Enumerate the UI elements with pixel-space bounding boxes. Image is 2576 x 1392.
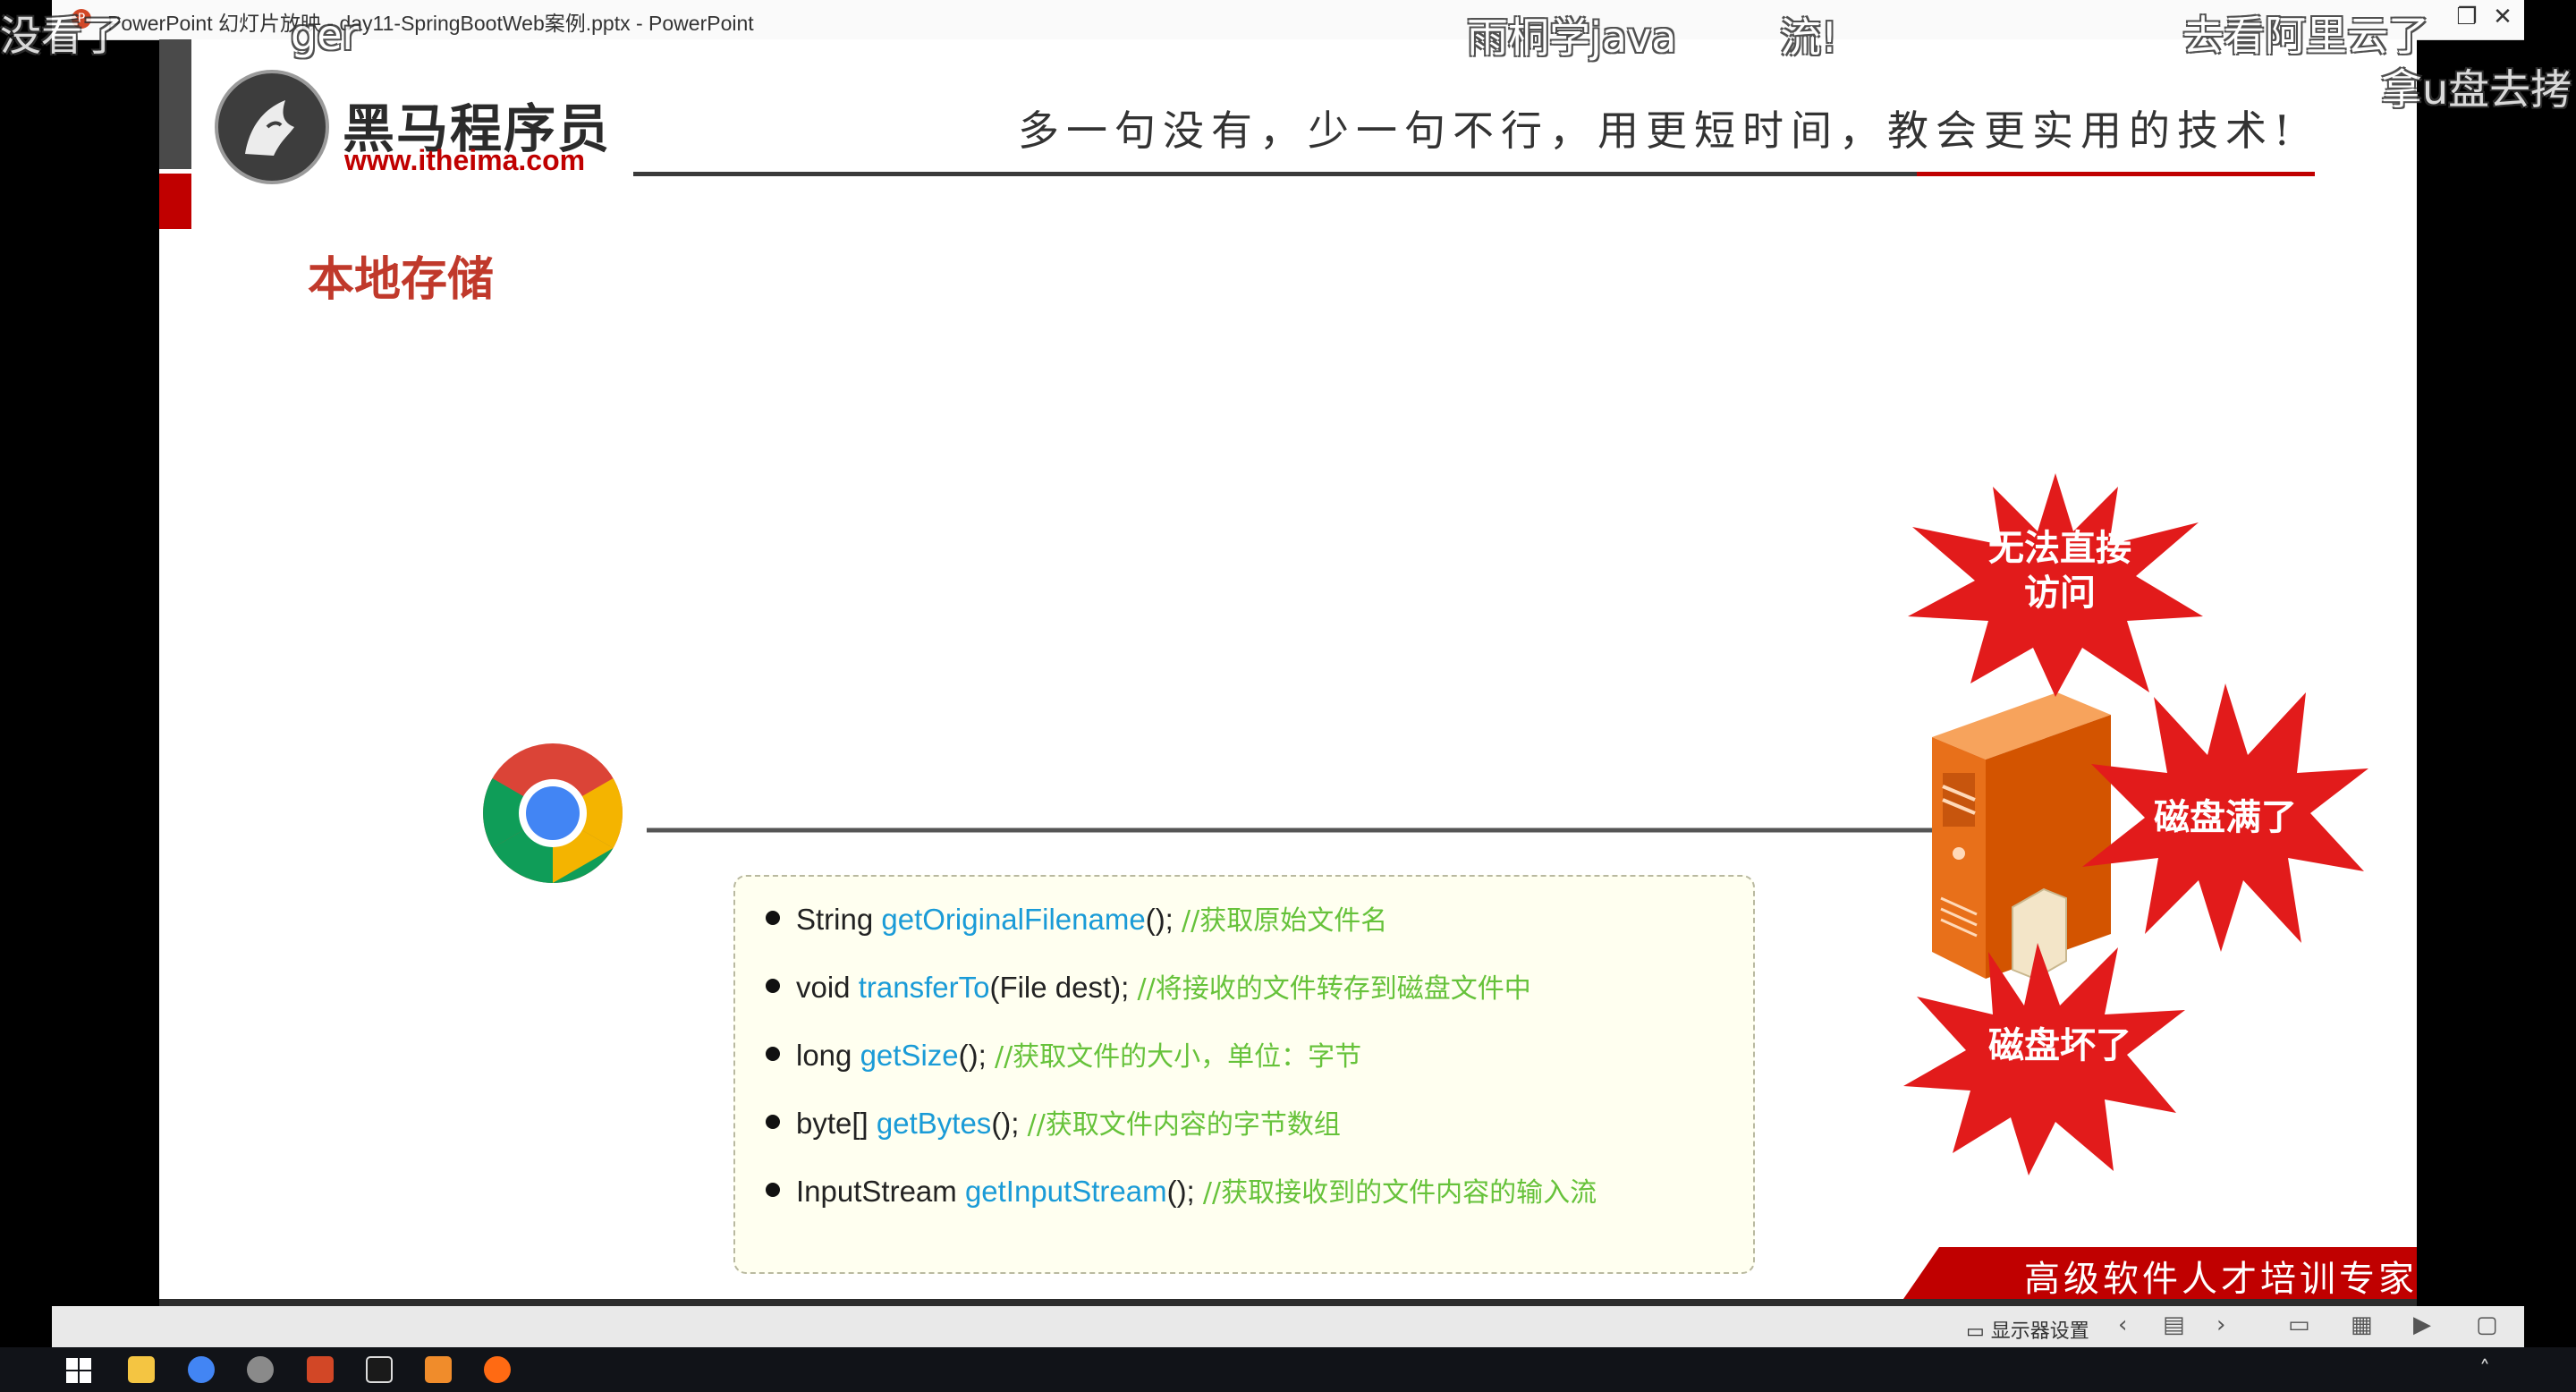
slide-grid-icon[interactable]: ▤ xyxy=(2163,1311,2185,1338)
monitor-icon: ▭ xyxy=(1966,1320,1991,1343)
code-type: long xyxy=(796,1039,852,1072)
restore-button[interactable]: ❐ xyxy=(2456,4,2478,30)
reading-view-icon[interactable]: ▶ xyxy=(2413,1311,2431,1338)
starburst-label: 磁盘满了 xyxy=(2154,797,2297,838)
slide-title: 本地存储 xyxy=(308,253,495,307)
danmaku-comment: 没看了 xyxy=(0,12,123,60)
code-method: getBytes xyxy=(876,1107,992,1140)
code-params: (); xyxy=(1166,1175,1195,1208)
code-comment: //获取文件内容的字节数组 xyxy=(1027,1109,1341,1141)
upload-arrow xyxy=(647,815,2053,845)
starburst-disk-full xyxy=(2082,683,2368,952)
code-type: void xyxy=(796,971,851,1004)
chevron-up-icon[interactable]: ˄ xyxy=(2479,1356,2490,1381)
tool-taskbar-icon[interactable] xyxy=(425,1356,452,1383)
starburst-label: 访问 xyxy=(2024,573,2096,614)
header-divider xyxy=(633,172,1926,176)
editor-taskbar-icon[interactable] xyxy=(484,1356,511,1383)
file-explorer-icon[interactable] xyxy=(128,1356,155,1383)
powerpoint-taskbar-icon[interactable] xyxy=(307,1356,334,1383)
starburst-label: 无法直接 xyxy=(1988,528,2131,569)
danmaku-comment: 流! xyxy=(1780,13,1838,62)
close-button[interactable]: ✕ xyxy=(2493,4,2512,30)
slideshow-status-bar: ▭ 显示器设置 ‹ ▤ › ▭ ▦ ▶ ▢ xyxy=(52,1306,2524,1347)
code-line: byte[] getBytes(); //获取文件内容的字节数组 xyxy=(766,1102,1341,1147)
display-settings-label: 显示器设置 xyxy=(1990,1320,2089,1343)
code-method: transferTo xyxy=(858,971,990,1004)
normal-view-icon[interactable]: ▭ xyxy=(2288,1311,2310,1338)
code-method: getSize xyxy=(860,1039,959,1072)
starburst-disk-broken xyxy=(1903,943,2185,1176)
display-settings-button[interactable]: ▭ 显示器设置 xyxy=(1966,1315,2089,1344)
window-title: PowerPoint 幻灯片放映 - day11-SpringBootWeb案例… xyxy=(107,12,754,35)
app-taskbar-icon[interactable] xyxy=(247,1356,274,1383)
code-line: void transferTo(File dest); //将接收的文件转存到磁… xyxy=(766,966,1531,1011)
next-slide-icon[interactable]: › xyxy=(2216,1311,2226,1338)
bullet xyxy=(766,979,780,994)
danmaku-comment: ger xyxy=(291,11,360,59)
code-comment: //获取原始文件名 xyxy=(1182,905,1388,937)
code-type: InputStream xyxy=(796,1175,957,1208)
slide-sorter-icon[interactable]: ▦ xyxy=(2351,1311,2373,1338)
code-params: (); xyxy=(991,1107,1020,1140)
bullet xyxy=(766,911,780,926)
code-params: (); xyxy=(1145,903,1174,936)
bullet xyxy=(766,1047,780,1062)
starburst-label: 磁盘坏了 xyxy=(1988,1025,2131,1066)
code-method: getOriginalFilename xyxy=(881,903,1146,936)
danmaku-comment: 拿u盘去拷 xyxy=(2381,65,2572,114)
header-slogan: 多一句没有，少一句不行，用更短时间，教会更实用的技术! xyxy=(1018,106,2298,155)
windows-taskbar: ˄ xyxy=(0,1347,2576,1392)
code-comment: //将接收的文件转存到磁盘文件中 xyxy=(1137,973,1531,1005)
header-divider-accent xyxy=(1917,172,2315,176)
code-params: (); xyxy=(958,1039,987,1072)
code-line: InputStream getInputStream(); //获取接收到的文件… xyxy=(766,1170,1597,1215)
bullet xyxy=(766,1183,780,1198)
slide-left-accent-gray xyxy=(159,39,191,169)
itheima-logo-icon xyxy=(215,70,329,184)
slide-footer-band xyxy=(159,1299,2417,1306)
code-type: byte[] xyxy=(796,1107,869,1140)
intellij-taskbar-icon[interactable] xyxy=(366,1356,393,1383)
window-title-bar: P PowerPoint 幻灯片放映 - day11-SpringBootWeb… xyxy=(52,0,2524,40)
footer-accent-cut xyxy=(1903,1247,1939,1299)
slide-left-accent-red xyxy=(159,174,191,229)
chrome-taskbar-icon[interactable] xyxy=(188,1356,215,1383)
powerpoint-app-icon: P xyxy=(72,9,91,29)
footer-slogan: 高级软件人才培训专家 xyxy=(2024,1259,2417,1300)
slide-canvas: 黑马程序员 www.itheima.com 多一句没有，少一句不行，用更短时间，… xyxy=(159,39,2417,1306)
multipartfile-api-box: String getOriginalFilename(); //获取原始文件名 … xyxy=(733,875,1755,1274)
code-comment: //获取接收到的文件内容的输入流 xyxy=(1202,1177,1597,1209)
footer-accent xyxy=(1939,1247,2417,1299)
windows-start-icon[interactable] xyxy=(66,1358,91,1383)
code-method: getInputStream xyxy=(964,1175,1167,1208)
code-line: String getOriginalFilename(); //获取原始文件名 xyxy=(766,898,1387,943)
bullet xyxy=(766,1115,780,1130)
danmaku-comment: 去看阿里云了 xyxy=(2182,12,2429,60)
server-icon xyxy=(1932,692,2111,980)
code-line: long getSize(); //获取文件的大小，单位：字节 xyxy=(766,1034,1361,1079)
chrome-browser-icon xyxy=(483,743,623,883)
code-type: String xyxy=(796,903,874,936)
danmaku-comment: 雨桐学java xyxy=(1467,13,1677,62)
previous-slide-icon[interactable]: ‹ xyxy=(2118,1311,2128,1338)
slideshow-icon[interactable]: ▢ xyxy=(2476,1311,2498,1338)
code-comment: //获取文件的大小，单位：字节 xyxy=(994,1041,1362,1073)
logo-name: 黑马程序员 xyxy=(343,98,612,159)
starburst-no-direct-access xyxy=(1908,473,2203,697)
code-params: (File dest); xyxy=(989,971,1130,1004)
logo-url: www.itheima.com xyxy=(344,144,586,176)
